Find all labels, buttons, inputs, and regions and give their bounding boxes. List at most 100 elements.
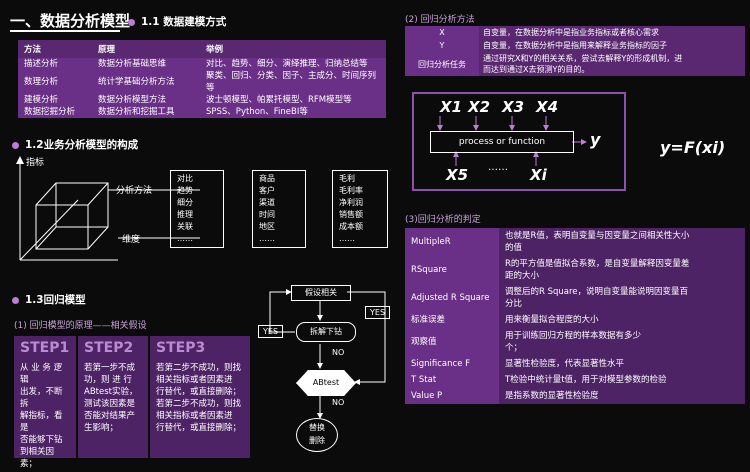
section-1-1-heading: 1.1 数据建模方式 (128, 14, 226, 29)
step-text-line: 若第二步不成功，则找 (156, 399, 242, 409)
cell-line: R的平方值是值拟合系数，是自变量解释因变量差 (505, 259, 690, 269)
cell-line: 调整后的R Square，说明自变量能说明因变量百 (505, 287, 689, 297)
table-row: X 自变量，在数据分析中是指业务指标或者核心需求 (405, 26, 745, 39)
list-item: 地区 (259, 222, 275, 231)
flow-yes-left: YES (258, 325, 284, 338)
table-row: Value P 是指系数的显著性检验度 (405, 388, 745, 404)
cell-line: 是指系数的显著性检验度 (505, 391, 599, 401)
flow-node-replace-delete: 替换 删除 (296, 418, 338, 452)
regression-metrics-table: MultipleR 也就是R值，表明自变量与因变量之间相关性大小的值 RSqua… (405, 228, 745, 404)
table-cell: 统计学基础分析方法 (92, 70, 200, 94)
list-item: 销售额 (339, 210, 363, 219)
input-x3: X3 (502, 98, 525, 116)
table-row: Y 自变量，在数据分析中是指用来解释业务指标的因子 (405, 39, 745, 52)
list-item: 成本额 (339, 222, 363, 231)
cell-line: 用来衡量拟合程度的大小 (505, 315, 599, 325)
table-cell: X (405, 26, 479, 39)
step3-card: STEP3 若第二步不成功，则找 相关指标或者因素进 行替代，或直接删除； 若第… (150, 336, 250, 458)
input-x2: X2 (468, 98, 491, 116)
cell-line: 个； (505, 343, 523, 353)
cell-line: T检验中统计量t值，用于对模型参数的检验 (505, 375, 667, 385)
table-cell: 数据挖掘分析 (18, 106, 92, 118)
table-cell: 回归分析任务 (405, 52, 479, 76)
cell-line: 的值 (505, 243, 523, 253)
step2-title: STEP2 (84, 340, 134, 356)
bullet-dot-icon (128, 18, 135, 26)
table-cell: 用来衡量拟合程度的大小 (499, 312, 745, 328)
table-header: 方法 (18, 40, 92, 58)
step-text-line: 从 业 务 逻 辑 (20, 363, 63, 385)
step-text-line: 若第二步不成功，则找 (156, 363, 242, 373)
input-x4: X4 (536, 98, 559, 116)
step-text-line: 出发，不断拆 (20, 387, 63, 409)
cell-line: 显著性检验度，代表显著性水平 (505, 359, 625, 369)
section-2-title: (2) 回归分析方法 (405, 15, 475, 25)
flow-no-label: NO (332, 348, 345, 357)
table-row: 描述分析 数据分析基础思维 对比、趋势、细分、演绎推理、归纳总结等 (18, 58, 386, 70)
flow-node-assume: 假设相关 (291, 285, 351, 301)
cell-line: 分比 (505, 299, 523, 309)
process-arrows (437, 116, 587, 166)
list-item: …… (259, 234, 275, 243)
step2-card: STEP2 若第一步不成 功，则 进 行 ABtest实验， 测试该因素是 否能… (78, 336, 148, 458)
process-box: process or function (430, 131, 574, 153)
cell-line: 而达到通过X去预测Y的目的。 (483, 65, 590, 74)
list-item: …… (339, 234, 355, 243)
table-cell: 自变量，在数据分析中是指用来解释业务指标的因子 (479, 39, 745, 52)
step-text-line: 相关指标或者因素进 (156, 375, 233, 385)
list-item: 对比 (177, 174, 193, 183)
flow-yes-right: YES (365, 306, 391, 319)
table-cell: T Stat (405, 372, 499, 388)
table-cell: MultipleR (405, 228, 499, 256)
table-row: Significance F 显著性检验度，代表显著性水平 (405, 356, 745, 372)
input-x1: X1 (440, 98, 463, 116)
table-cell: Value P (405, 388, 499, 404)
table-row: 标准误差 用来衡量拟合程度的大小 (405, 312, 745, 328)
list-item: 推理 (177, 210, 193, 219)
cell-line: 距的大小 (505, 271, 540, 281)
page-title: 一、数据分析模型 (10, 12, 131, 30)
flow-node-abtest: ABtest (296, 370, 356, 396)
list-item: …… (177, 234, 193, 243)
table-cell: 数据分析基础思维 (92, 58, 200, 70)
table-cell: 显著性检验度，代表显著性水平 (499, 356, 745, 372)
list-item: 趋势 (177, 186, 193, 195)
step-text-line: 行替代，或直接删除； (156, 387, 242, 397)
regression-terms-table: X 自变量，在数据分析中是指业务指标或者核心需求 Y 自变量，在数据分析中是指用… (405, 26, 745, 76)
list-item: 关联 (177, 222, 193, 231)
indicator-list: 毛利 毛利率 净利润 销售额 成本额 …… (332, 170, 388, 248)
table-row: MultipleR 也就是R值，表明自变量与因变量之间相关性大小的值 (405, 228, 745, 256)
table-cell: 波士顿模型、帕累托模型、RFM模型等 (200, 94, 386, 106)
table-cell: 数据分析和挖掘工具 (92, 106, 200, 118)
input-x5: X5 (446, 166, 469, 184)
title-underline (10, 30, 120, 32)
step-text-line: 若第一步不成 (84, 363, 136, 373)
bullet-dot-icon (12, 296, 19, 304)
table-cell: 数理分析 (18, 70, 92, 94)
cube-diagram (16, 156, 200, 261)
list-item: 毛利率 (339, 186, 363, 195)
list-item: 毛利 (339, 174, 355, 183)
table-row: T Stat T检验中统计量t值，用于对模型参数的检验 (405, 372, 745, 388)
step-text-line: 解指标，看是 (20, 411, 63, 433)
process-diagram-frame (412, 92, 626, 191)
step3-title: STEP3 (156, 340, 206, 356)
table-row: 建模分析 数据分析模型方法 波士顿模型、帕累托模型、RFM模型等 (18, 94, 386, 106)
table-row: 数据挖掘分析 数据分析和挖掘工具 SPSS、Python、FineBI等 (18, 106, 386, 118)
y-axis-label: 指标 (26, 158, 45, 168)
table-cell: 调整后的R Square，说明自变量能说明因变量百分比 (499, 284, 745, 312)
section-1-2-heading: 1.2业务分析模型的构成 (12, 137, 138, 152)
cell-line: 通过研究X和Y的相关关系，尝试去解释Y的形成机制，进 (483, 54, 683, 63)
step-text-line: 生影响； (84, 423, 119, 433)
regression-formula: y=F(xi) (660, 138, 726, 157)
method-label: 分析方法 (116, 186, 153, 196)
table-cell: 建模分析 (18, 94, 92, 106)
table-header-row: 方法 原理 举例 (18, 40, 386, 58)
table-row: 观察值 用于训练回归方程的样本数据有多少个； (405, 328, 745, 356)
step-text-line: 行替代，或直接删除； (156, 423, 242, 433)
flow-node-drilldown: 拆解下钻 (296, 322, 356, 342)
table-cell: Y (405, 39, 479, 52)
table-cell: T检验中统计量t值，用于对模型参数的检验 (499, 372, 745, 388)
step-text-line: ABtest实验， (84, 387, 138, 397)
flow-node-text: 删除 (309, 436, 325, 445)
